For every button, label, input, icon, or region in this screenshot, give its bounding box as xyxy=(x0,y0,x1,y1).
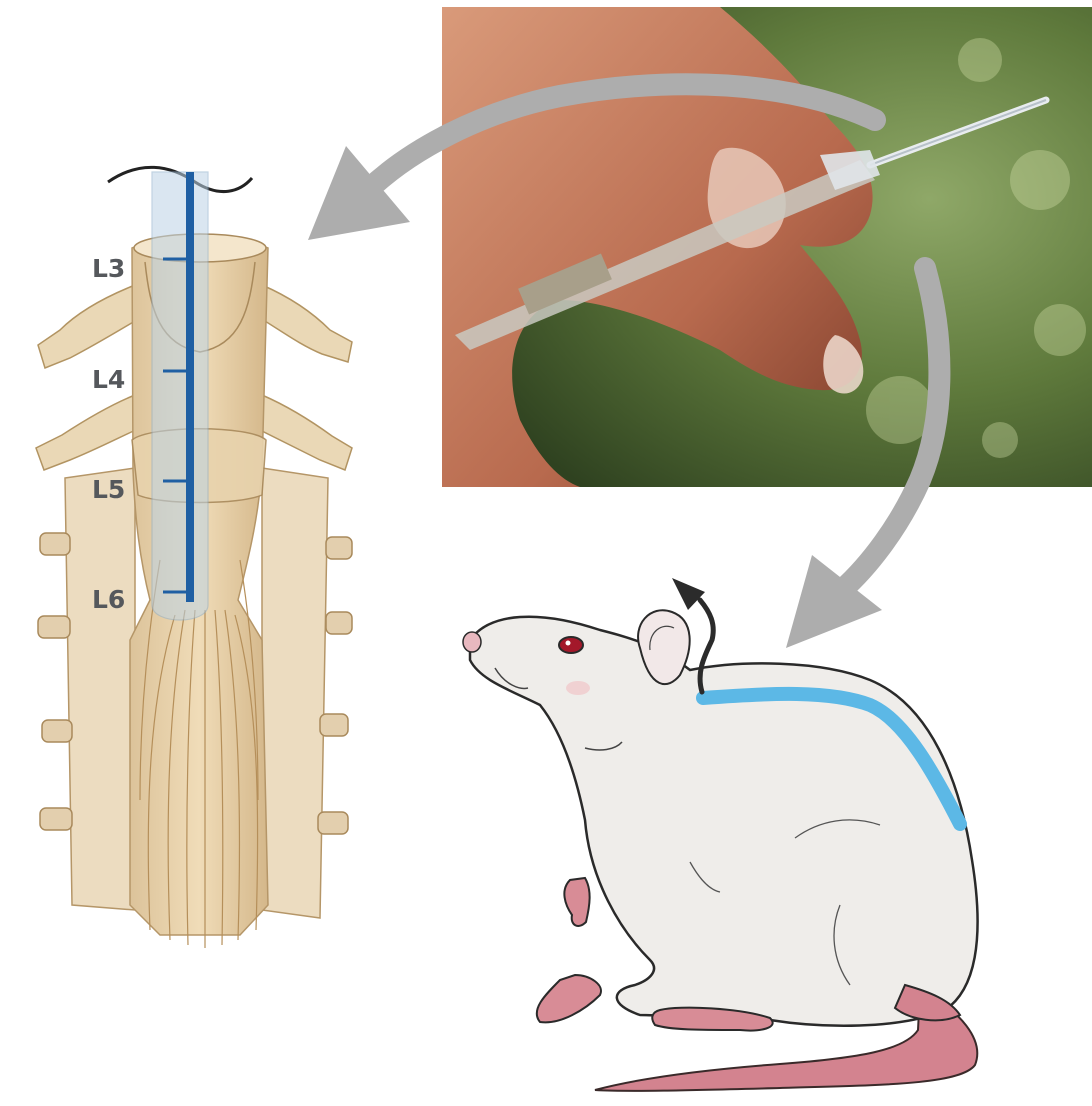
spinal-cord-illustration: L3 L4 L5 L6 xyxy=(36,167,352,948)
vertebra-left-half xyxy=(65,468,135,910)
rat-front-foot xyxy=(537,975,601,1022)
level-label-l4: L4 xyxy=(92,365,125,394)
vertebra-right-half xyxy=(262,468,328,918)
rat-body xyxy=(470,617,978,1026)
exit-arrowhead xyxy=(672,578,705,610)
rat-front-paw xyxy=(564,878,589,926)
level-label-l5: L5 xyxy=(92,475,125,504)
catheter-sheath xyxy=(152,172,208,620)
level-label-l6: L6 xyxy=(92,585,125,614)
level-label-l3: L3 xyxy=(92,254,125,283)
rat-illustration xyxy=(463,578,978,1091)
rat-cheek xyxy=(566,681,590,695)
rat-eye xyxy=(559,637,583,653)
rat-eye-highlight xyxy=(566,641,571,646)
rat-nose xyxy=(463,632,481,652)
